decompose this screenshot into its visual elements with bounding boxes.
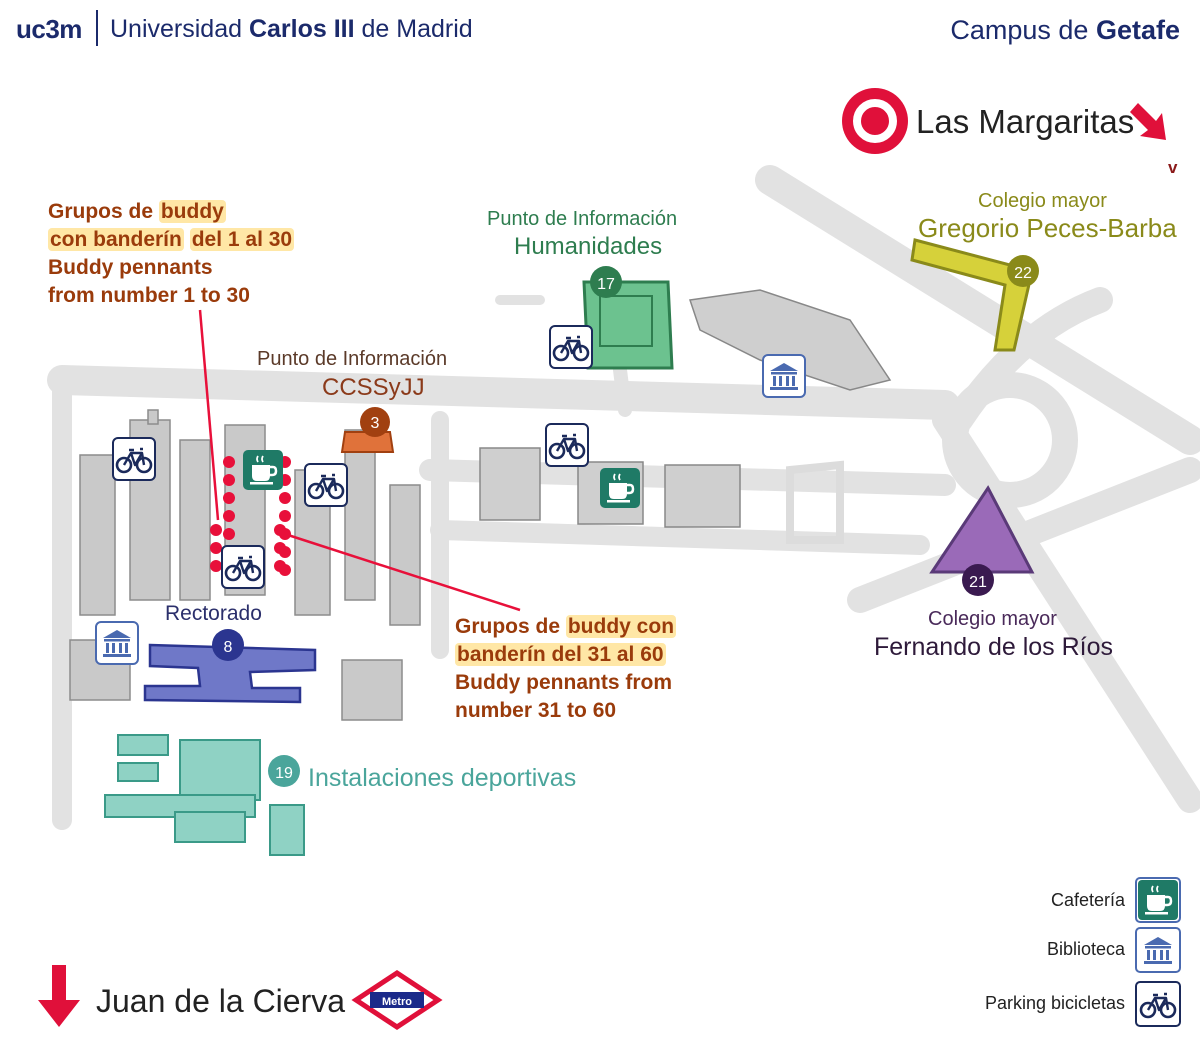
university-name: Universidad Carlos III de Madrid [110,15,473,43]
campus-title: Campus de Getafe [950,15,1180,45]
ccssyjj-label-1: Punto de Información [257,348,448,370]
bicycle-icon [545,423,589,467]
badge-8: 8 [212,629,244,661]
peces-barba-label-2: Gregorio Peces-Barba [918,213,1177,243]
left-pointer-line [198,309,220,521]
uc3m-logo: uc3m [16,14,82,44]
library-icon [95,621,139,665]
stray-mark: v [1168,158,1178,177]
pennant-dot [274,524,286,536]
pennant-dot [274,542,286,554]
station-las-margaritas: Las Margaritas [916,103,1135,140]
bicycle-icon [221,545,265,589]
ccssyjj-label-2: CCSSyJJ [322,374,425,401]
badge-22: 22 [1007,255,1039,287]
bicycle-icon [112,437,156,481]
rectorado-label: Rectorado [165,602,262,625]
fernando-label-1: Colegio mayor [928,608,1057,630]
svg-text:19: 19 [275,765,293,782]
legend-label-biblioteca: Biblioteca [1046,939,1125,959]
pennant-dot [210,560,222,572]
fernando-label-2: Fernando de los Ríos [874,633,1114,661]
svg-text:17: 17 [597,276,615,293]
pennant-dot [223,492,235,504]
library-icon [762,354,806,398]
rectorado-building [143,643,317,704]
coffee-icon [243,450,283,490]
svg-text:21: 21 [969,574,987,591]
left-pennant-note: Grupos de buddy con banderín del 1 al 30… [48,200,295,307]
badge-3: 3 [360,407,390,437]
bicycle-icon [304,463,348,507]
pennant-dot [223,510,235,522]
arrow-down-right-icon [1130,103,1166,140]
bicycle-icon [549,325,593,369]
badge-19: 19 [268,755,300,787]
pennant-dot [223,528,235,540]
legend-label-cafeteria: Cafetería [1050,890,1125,910]
svg-text:Metro: Metro [382,996,412,1008]
logo-divider [96,10,98,46]
pennant-dot [223,474,235,486]
metro-sign-icon: Metro [351,970,443,1030]
svg-text:3: 3 [371,415,380,432]
station-juan-de-la-cierva: Juan de la Cierva [96,983,346,1019]
deportivas-label: Instalaciones deportivas [308,764,577,792]
pennant-dot [279,510,291,522]
pennant-dot [210,524,222,536]
metro-logo-icon [842,88,908,154]
right-pointer-line [287,533,521,612]
pennant-dot [279,492,291,504]
svg-text:22: 22 [1014,265,1032,282]
legend-label-parking: Parking bicicletas [984,993,1125,1013]
badge-17: 17 [590,266,622,298]
badge-21: 21 [962,564,994,596]
pennant-dot [210,542,222,554]
right-pennant-note: Grupos de buddy con banderín del 31 al 6… [455,615,677,722]
bicycle-icon [1135,981,1181,1027]
library-icon [1135,927,1181,973]
humanidades-label-1: Punto de Información [487,208,678,230]
pennant-dot [274,560,286,572]
ccssyjj-building [340,431,395,453]
coffee-icon [600,468,640,508]
plaza-outline [786,460,844,544]
deportivas-buildings [104,734,305,856]
peces-barba-label-1: Colegio mayor [978,190,1107,212]
humanidades-label-2: Humanidades [514,233,663,260]
svg-text:8: 8 [224,639,233,656]
pennant-dot [223,456,235,468]
arrow-down-icon [38,965,80,1027]
coffee-icon [1135,877,1181,923]
